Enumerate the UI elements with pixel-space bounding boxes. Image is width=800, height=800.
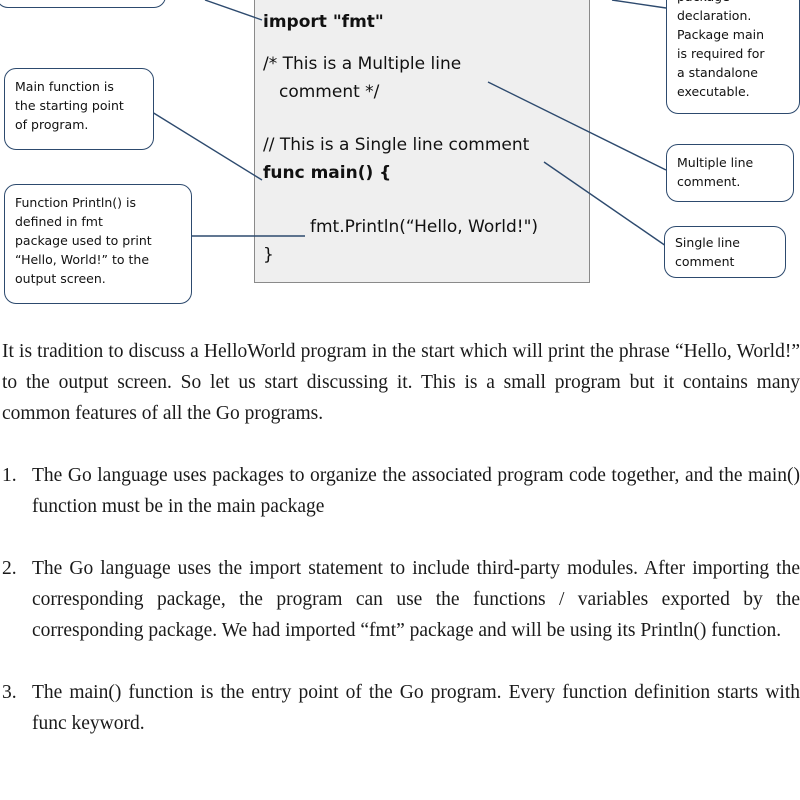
connector-single-line [543, 161, 667, 247]
callout-multiple-line-comment: Multiple line comment. [666, 144, 794, 202]
callout-connectors [151, 0, 667, 247]
list-text: The Go language uses packages to organiz… [32, 465, 800, 517]
list-item: 1. The Go language uses packages to orga… [0, 460, 800, 522]
list-number: 1. [2, 465, 17, 486]
code-line-closing-brace: } [263, 245, 274, 265]
connector-main-function [151, 111, 263, 181]
code-line-import: import "fmt" [263, 12, 384, 32]
callout-import-partial [0, 0, 166, 8]
code-diagram: import "fmt" /* This is a Multiple line … [0, 0, 800, 320]
intro-paragraph: It is tradition to discuss a HelloWorld … [2, 341, 800, 424]
connector-multiple-line [487, 81, 667, 171]
callout-single-line-comment: Single line comment [664, 226, 786, 278]
feature-list: 1. The Go language uses packages to orga… [0, 460, 800, 739]
document-body: It is tradition to discuss a HelloWorld … [0, 336, 800, 739]
list-text: The Go language uses the import statemen… [32, 558, 800, 641]
code-block: import "fmt" /* This is a Multiple line … [254, 0, 590, 283]
list-text: The main() function is the entry point o… [32, 682, 800, 734]
callout-package-declaration: package declaration. Package main is req… [666, 0, 800, 114]
code-line-func-main: func main() { [263, 163, 392, 183]
list-number: 2. [2, 558, 17, 579]
code-line-multiline-comment-start: /* This is a Multiple line [263, 54, 462, 74]
list-item: 3. The main() function is the entry poin… [0, 677, 800, 739]
connector-package [611, 0, 667, 9]
callout-println-function: Function Println() is defined in fmt pac… [4, 184, 192, 304]
list-number: 3. [2, 682, 17, 703]
connector-import [204, 0, 263, 21]
list-item: 2. The Go language uses the import state… [0, 553, 800, 646]
code-line-single-comment: // This is a Single line comment [263, 135, 530, 155]
callout-main-function: Main function is the starting point of p… [4, 68, 154, 150]
code-line-println: fmt.Println(“Hello, World!") [310, 217, 539, 237]
code-line-multiline-comment-end: comment */ [279, 82, 380, 102]
